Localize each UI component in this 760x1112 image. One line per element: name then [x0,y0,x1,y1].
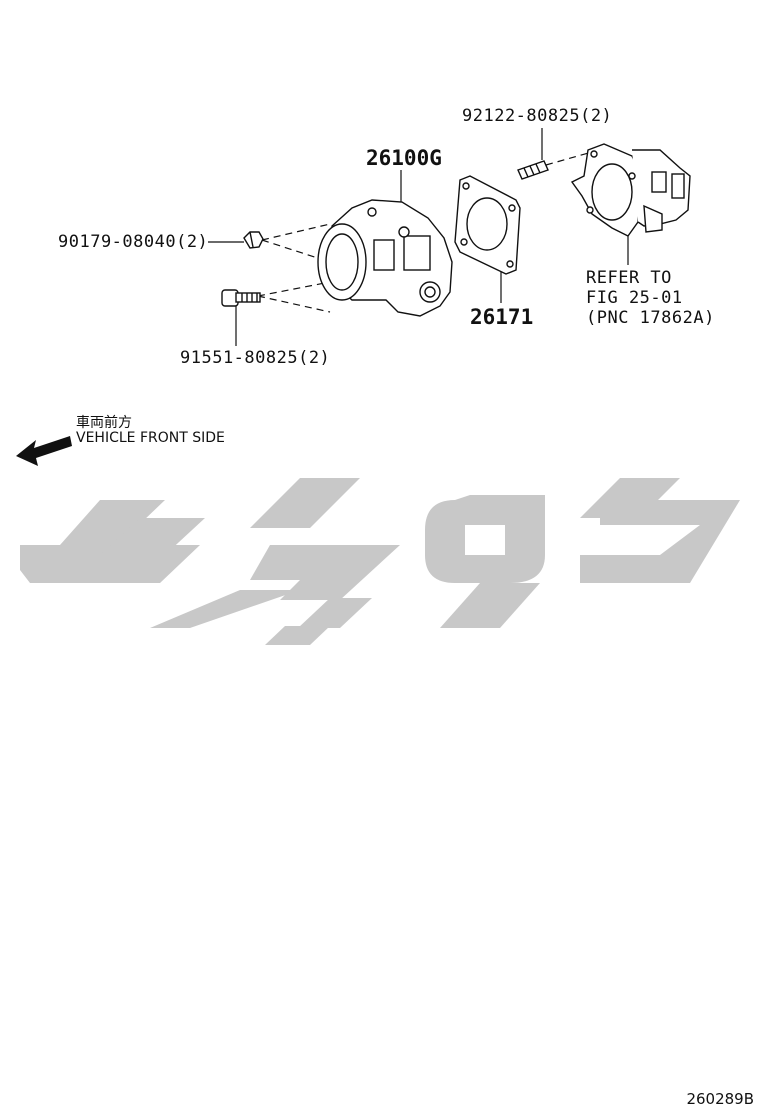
part-label-stud: 92122-80825(2) [462,106,613,126]
part-label-nut: 90179-08040(2) [58,232,209,252]
diagram-code: 260289B [686,1090,754,1108]
bolt-drawing [221,289,261,307]
watermark-logo [20,478,740,645]
assembly-lines [257,151,593,313]
reference-line-1: REFER TO [586,268,672,288]
direction-english: VEHICLE FRONT SIDE [76,430,225,446]
reference-line-2: FIG 25-01 [586,288,683,308]
part-label-gasket: 26171 [470,305,534,329]
gasket-drawing [454,175,521,275]
throttle-body-drawing [317,199,453,317]
direction-japanese: 車両前方 [76,415,132,431]
part-label-throttle-body: 26100G [366,146,442,170]
part-label-bolt: 91551-80825(2) [180,348,331,368]
nut-drawing [243,231,264,249]
intake-component-drawing [570,143,691,237]
arrow-left-icon [16,436,72,466]
leader-lines [208,128,629,346]
reference-line-3: (PNC 17862A) [586,308,715,328]
stud-drawing [517,160,549,180]
